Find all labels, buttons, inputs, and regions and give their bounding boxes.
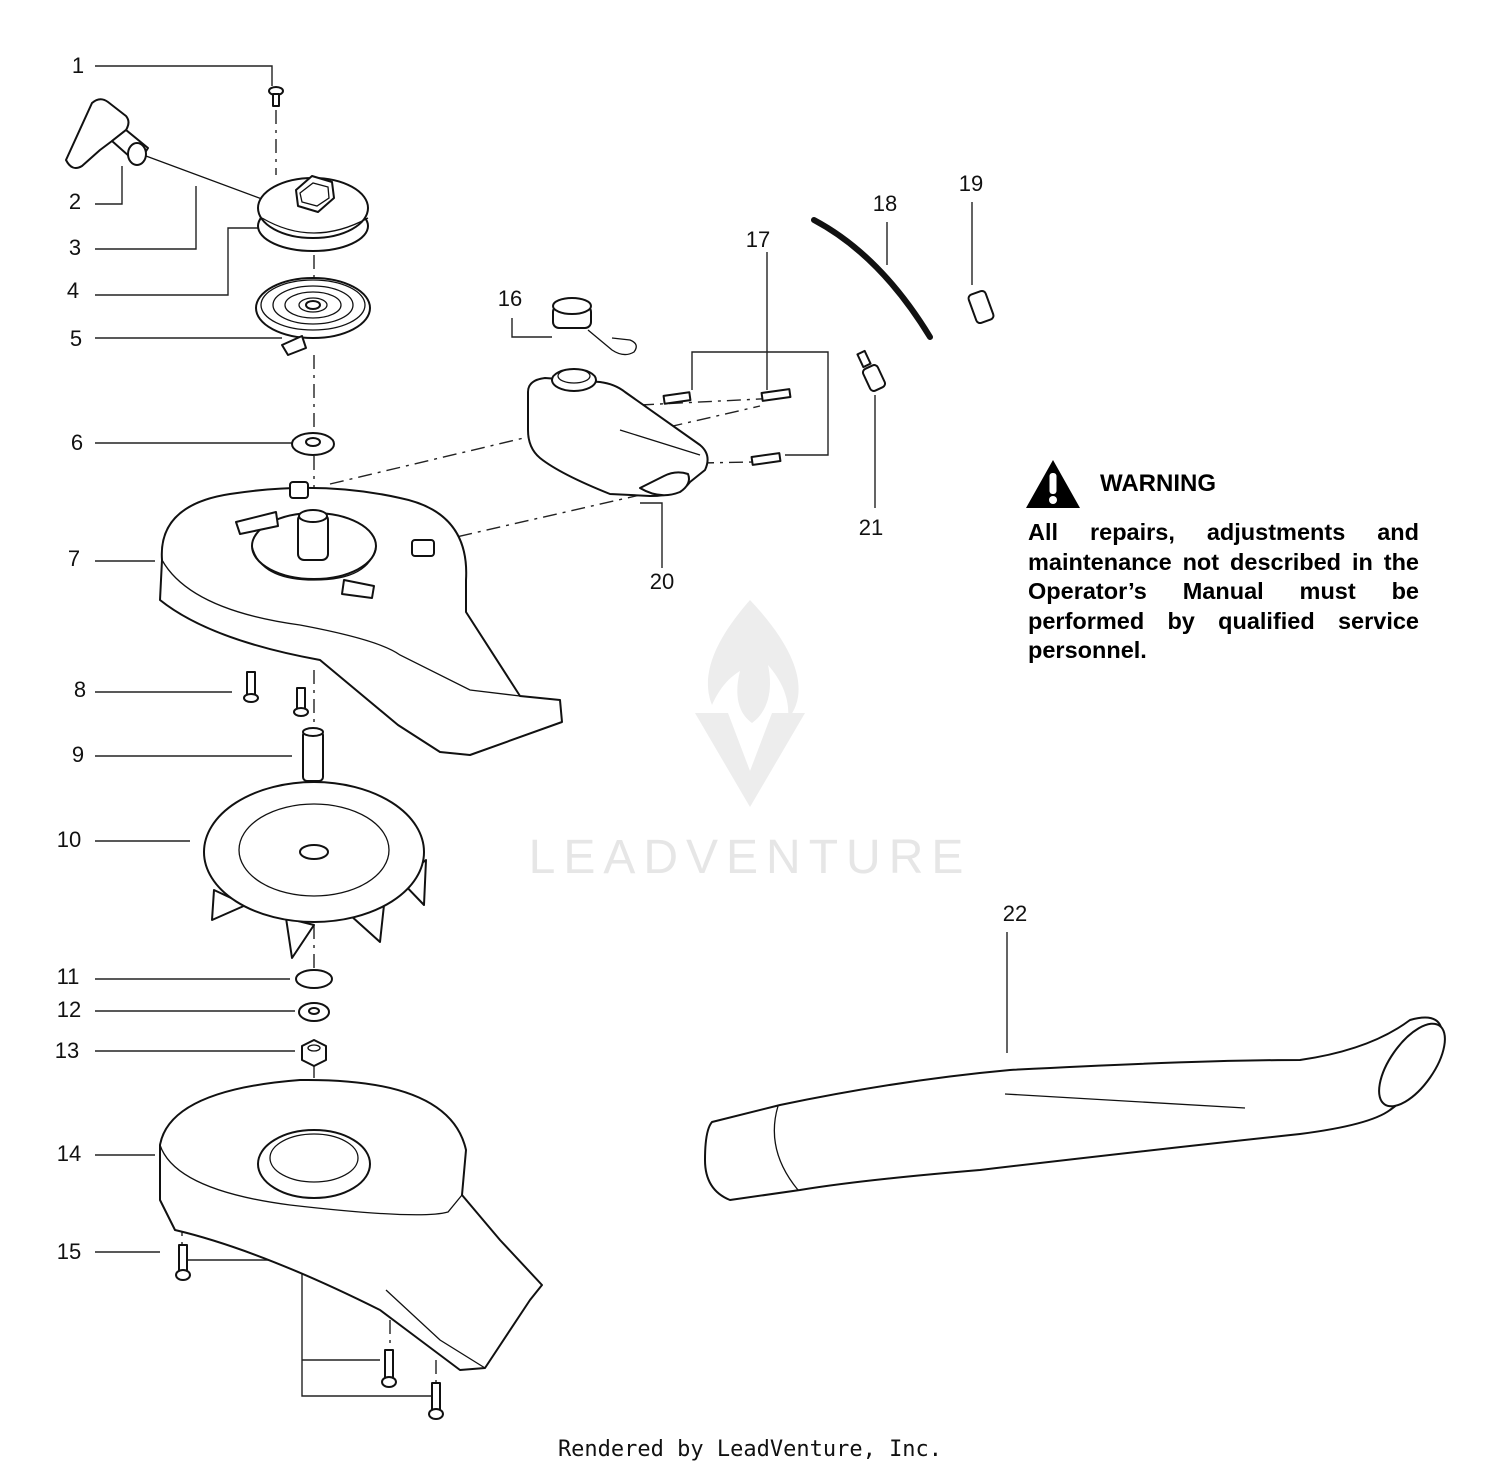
callout-15: 15	[57, 1239, 81, 1264]
blower-tube-part-22	[704, 1016, 1446, 1201]
callout-18: 18	[873, 191, 897, 216]
callout-17: 17	[746, 227, 770, 252]
callout-11: 11	[57, 964, 80, 989]
warning-triangle-icon	[1026, 460, 1080, 508]
fuel-tank-part-20	[527, 368, 709, 497]
warning-header: WARNING	[1024, 458, 1419, 510]
callout-13: 13	[55, 1038, 79, 1063]
bolts-part-17	[662, 388, 792, 466]
footer-credit: Rendered by LeadVenture, Inc.	[557, 1437, 943, 1462]
sleeve-part-9	[302, 727, 324, 782]
washer-part-11	[295, 969, 333, 989]
watermark-logo	[695, 600, 805, 807]
screws-part-8	[243, 671, 309, 717]
callout-20: 20	[650, 569, 674, 594]
callout-22: 22	[1003, 901, 1027, 926]
callout-numbers: 1 2 3 4 5 6 7 8 9 10 11 12 13 14 15 16 1…	[55, 53, 1027, 1264]
fuel-cap-part-16	[552, 297, 637, 356]
callout-6: 6	[71, 430, 83, 455]
recoil-spring-part-5	[255, 277, 371, 356]
callout-7: 7	[68, 546, 80, 571]
callout-5: 5	[70, 326, 82, 351]
lower-housing-part-14	[159, 1078, 543, 1371]
callout-9: 9	[72, 742, 84, 767]
starter-pulley-part-4	[257, 175, 369, 252]
watermark-text: LEADVENTURE	[528, 831, 972, 884]
callout-3: 3	[69, 235, 81, 260]
starter-handle-part-2	[65, 98, 149, 169]
callout-12: 12	[57, 997, 81, 1022]
fitting-part-21	[856, 349, 887, 392]
callout-8: 8	[74, 677, 86, 702]
fuel-filter-part-19	[967, 289, 995, 325]
upper-housing-part-7	[159, 481, 563, 756]
warning-notice: WARNING All repairs, adjustments and mai…	[1024, 458, 1419, 666]
fuel-line-part-18	[811, 217, 933, 340]
nut-part-13	[301, 1039, 327, 1067]
washer-part-12	[298, 1002, 330, 1022]
leader-lines	[95, 65, 1008, 1397]
warning-title: WARNING	[1100, 470, 1216, 497]
callout-1: 1	[72, 53, 84, 78]
warning-text: All repairs, adjustments and maintenance…	[1028, 519, 1419, 663]
screw-part-1	[268, 86, 284, 107]
callout-14: 14	[57, 1141, 81, 1166]
starter-rope-part-3	[145, 155, 271, 203]
callout-10: 10	[57, 827, 81, 852]
washer-part-6	[291, 432, 335, 456]
screws-part-15	[175, 1244, 444, 1420]
callout-16: 16	[498, 286, 522, 311]
callout-19: 19	[959, 171, 983, 196]
impeller-part-10	[203, 781, 427, 959]
callout-2: 2	[69, 189, 81, 214]
callout-21: 21	[859, 515, 883, 540]
callout-4: 4	[67, 278, 79, 303]
